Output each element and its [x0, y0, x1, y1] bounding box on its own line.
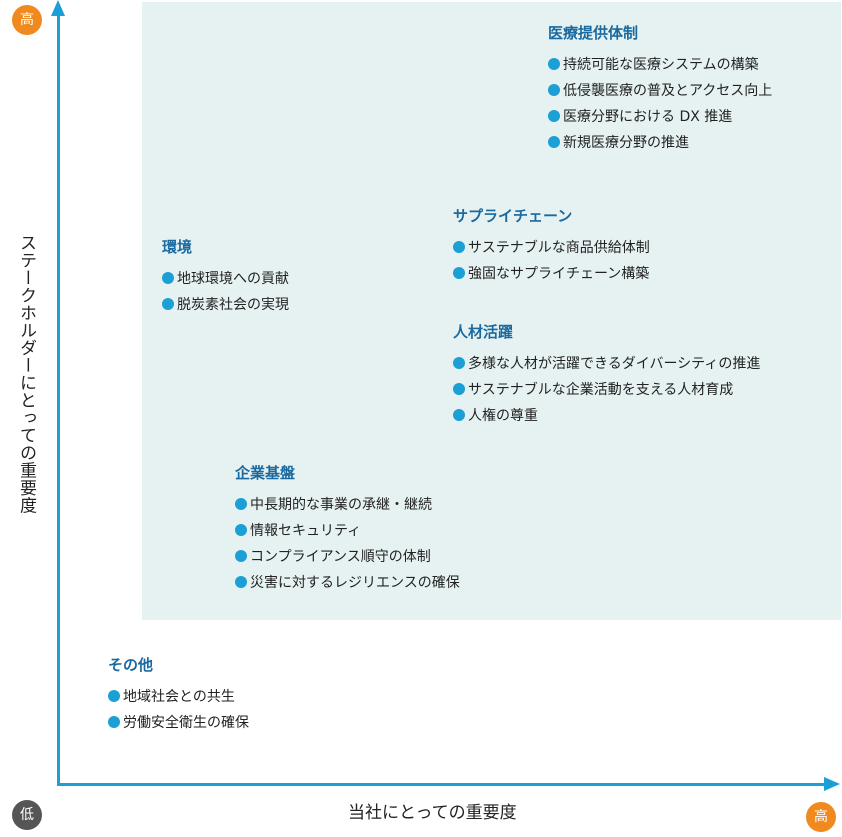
group-human-resources: 人材活躍 多様な人材が活躍できるダイバーシティの推進 サステナブルな企業活動を支… — [453, 321, 760, 433]
group-items: 持続可能な医療システムの構築 低侵襲医療の普及とアクセス向上 医療分野における … — [548, 56, 772, 160]
group-other: その他 地域社会との共生 労働安全衛生の確保 — [108, 654, 249, 740]
list-item: サステナブルな商品供給体制 — [453, 239, 650, 265]
group-items: 地球環境への貢献 脱炭素社会の実現 — [162, 270, 289, 322]
bullet-dot-icon — [548, 58, 560, 70]
group-items: 多様な人材が活躍できるダイバーシティの推進 サステナブルな企業活動を支える人材育… — [453, 355, 760, 433]
bullet-dot-icon — [548, 136, 560, 148]
y-axis-label: ステークホルダーにとっての重要度 — [16, 234, 36, 514]
x-axis-high-badge: 高 — [806, 802, 836, 832]
bullet-dot-icon — [235, 550, 247, 562]
group-title: 人材活躍 — [453, 323, 514, 341]
list-item: 多様な人材が活躍できるダイバーシティの推進 — [453, 355, 760, 381]
group-supply-chain: サプライチェーン サステナブルな商品供給体制 強固なサプライチェーン構築 — [453, 205, 650, 291]
bullet-dot-icon — [162, 298, 174, 310]
group-title: 企業基盤 — [235, 464, 296, 482]
bullet-dot-icon — [235, 524, 247, 536]
bullet-dot-icon — [548, 110, 560, 122]
bullet-dot-icon — [548, 84, 560, 96]
list-item: 中長期的な事業の承継・継続 — [235, 496, 460, 522]
group-items: 中長期的な事業の承継・継続 情報セキュリティ コンプライアンス順守の体制 災害に… — [235, 496, 460, 600]
list-item: 新規医療分野の推進 — [548, 134, 772, 160]
list-item: サステナブルな企業活動を支える人材育成 — [453, 381, 760, 407]
bullet-dot-icon — [453, 241, 465, 253]
group-items: サステナブルな商品供給体制 強固なサプライチェーン構築 — [453, 239, 650, 291]
bullet-dot-icon — [453, 357, 465, 369]
y-axis-line — [57, 14, 60, 786]
list-item: 人権の尊重 — [453, 407, 760, 433]
bullet-dot-icon — [235, 576, 247, 588]
bullet-dot-icon — [108, 716, 120, 728]
list-item: 地球環境への貢献 — [162, 270, 289, 296]
y-axis-high-badge: 高 — [12, 5, 42, 35]
list-item: 医療分野における DX 推進 — [548, 108, 772, 134]
x-axis-line — [57, 783, 827, 786]
bullet-dot-icon — [162, 272, 174, 284]
x-axis-arrow-icon — [824, 777, 840, 791]
list-item: 労働安全衛生の確保 — [108, 714, 249, 740]
list-item: 災害に対するレジリエンスの確保 — [235, 574, 460, 600]
group-title: 環境 — [162, 238, 193, 256]
origin-low-badge: 低 — [12, 800, 42, 830]
x-axis-label: 当社にとっての重要度 — [348, 803, 517, 823]
group-medical: 医療提供体制 持続可能な医療システムの構築 低侵襲医療の普及とアクセス向上 医療… — [548, 22, 772, 160]
group-items: 地域社会との共生 労働安全衛生の確保 — [108, 688, 249, 740]
group-environment: 環境 地球環境への貢献 脱炭素社会の実現 — [162, 236, 289, 322]
list-item: 脱炭素社会の実現 — [162, 296, 289, 322]
bullet-dot-icon — [453, 409, 465, 421]
list-item: 地域社会との共生 — [108, 688, 249, 714]
y-axis-arrow-icon — [51, 0, 65, 16]
bullet-dot-icon — [453, 383, 465, 395]
list-item: 強固なサプライチェーン構築 — [453, 265, 650, 291]
high-materiality-zone — [142, 2, 841, 620]
bullet-dot-icon — [235, 498, 247, 510]
group-corporate-foundation: 企業基盤 中長期的な事業の承継・継続 情報セキュリティ コンプライアンス順守の体… — [235, 462, 460, 600]
group-title: サプライチェーン — [453, 207, 573, 225]
list-item: コンプライアンス順守の体制 — [235, 548, 460, 574]
list-item: 持続可能な医療システムの構築 — [548, 56, 772, 82]
list-item: 低侵襲医療の普及とアクセス向上 — [548, 82, 772, 108]
bullet-dot-icon — [108, 690, 120, 702]
group-title: その他 — [108, 656, 154, 674]
bullet-dot-icon — [453, 267, 465, 279]
group-title: 医療提供体制 — [548, 24, 639, 42]
list-item: 情報セキュリティ — [235, 522, 460, 548]
